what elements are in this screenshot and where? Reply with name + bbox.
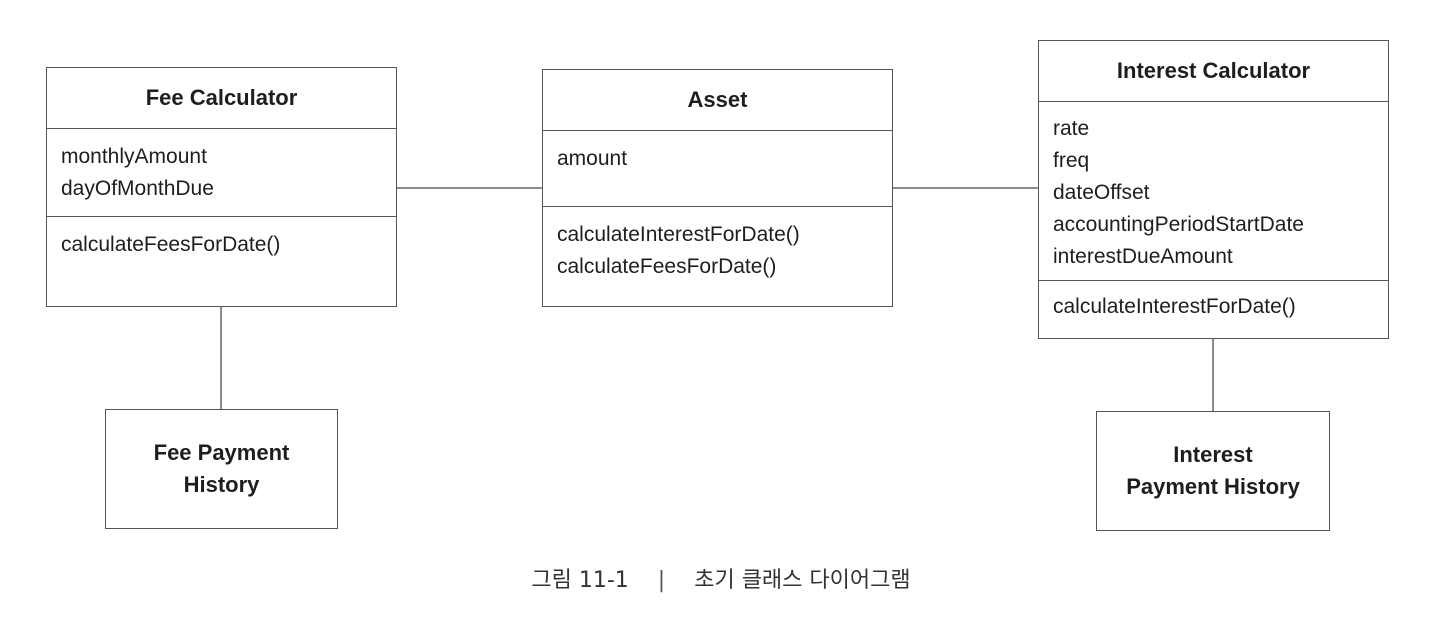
asset-class: Asset amount calculateInterestForDate() … xyxy=(542,69,893,307)
fee-calculator-methods: calculateFeesForDate() xyxy=(47,217,396,261)
interest-payment-history-box: Interest Payment History xyxy=(1096,411,1330,531)
figure-number: 그림 11-1 xyxy=(531,568,629,593)
fee-calculator-class-name: Fee Calculator xyxy=(47,68,396,129)
fee-calculator-attributes: monthlyAmount dayOfMonthDue xyxy=(47,129,396,217)
method: calculateInterestForDate() xyxy=(1053,295,1296,318)
method: calculateFeesForDate() xyxy=(557,255,777,278)
fee-calculator-class: Fee Calculator monthlyAmount dayOfMonthD… xyxy=(46,67,397,307)
attribute: dayOfMonthDue xyxy=(61,177,214,200)
asset-attributes: amount xyxy=(543,131,892,207)
attribute: interestDueAmount xyxy=(1053,245,1233,268)
figure-title: 초기 클래스 다이어그램 xyxy=(694,568,911,593)
method: calculateInterestForDate() xyxy=(557,223,800,246)
method: calculateFeesForDate() xyxy=(61,233,281,256)
asset-methods: calculateInterestForDate() calculateFees… xyxy=(543,207,892,283)
fee-payment-history-box: Fee Payment History xyxy=(105,409,338,529)
figure-caption: 그림 11-1 | 초기 클래스 다이어그램 xyxy=(0,562,1442,594)
box-label-line: Payment History xyxy=(1126,474,1300,499)
attribute: amount xyxy=(557,147,628,170)
attribute: accountingPeriodStartDate xyxy=(1053,213,1304,236)
attribute: dateOffset xyxy=(1053,181,1150,204)
box-label-line: Fee Payment xyxy=(153,440,290,465)
attribute: monthlyAmount xyxy=(61,145,207,168)
interest-calculator-methods: calculateInterestForDate() xyxy=(1039,281,1388,323)
interest-calculator-class: Interest Calculator rate freq dateOffset… xyxy=(1038,40,1389,339)
box-label-line: Interest xyxy=(1173,442,1253,467)
interest-calculator-class-name: Interest Calculator xyxy=(1039,41,1388,102)
box-label-line: History xyxy=(183,472,260,497)
interest-calculator-attributes: rate freq dateOffset accountingPeriodSta… xyxy=(1039,102,1388,281)
attribute: freq xyxy=(1053,149,1090,172)
asset-class-name: Asset xyxy=(543,70,892,131)
attribute: rate xyxy=(1053,117,1090,140)
caption-separator: | xyxy=(657,568,666,593)
